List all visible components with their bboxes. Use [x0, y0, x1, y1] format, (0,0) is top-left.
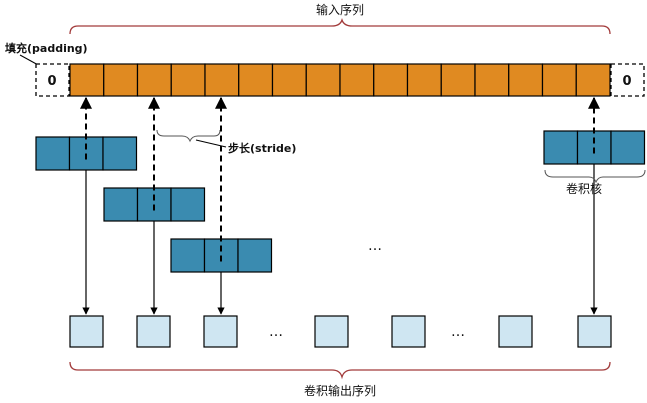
stride-label: 步长(stride)	[228, 141, 296, 155]
output-cell	[136, 315, 171, 348]
output-cell	[391, 315, 426, 348]
output-ellipsis-2: …	[451, 324, 465, 340]
output-sequence-brace	[69, 361, 611, 380]
output-cell	[69, 315, 104, 348]
input-cell	[440, 63, 476, 97]
kernel-brace	[544, 169, 646, 184]
input-cell	[170, 63, 206, 97]
output-cell	[498, 315, 533, 348]
kernel-cell	[170, 238, 206, 273]
input-cell	[373, 63, 409, 97]
input-cell	[136, 63, 172, 97]
input-cell	[575, 63, 611, 97]
kernel-cell	[170, 187, 206, 222]
input-cell	[204, 63, 240, 97]
input-cell	[305, 63, 341, 97]
kernel-cell	[610, 130, 646, 165]
kernel-cell	[543, 130, 579, 165]
output-cell	[203, 315, 238, 348]
kernel-cell	[35, 136, 71, 171]
input-cell	[406, 63, 442, 97]
input-cell	[103, 63, 139, 97]
stride-brace	[156, 129, 221, 143]
output-cell	[577, 315, 612, 348]
padding-cell-left	[35, 63, 70, 97]
kernel-window	[543, 96, 646, 315]
padding-label: 填充(padding)	[5, 41, 88, 55]
kernel-cell	[237, 238, 273, 273]
middle-ellipsis: …	[368, 238, 382, 254]
kernel-label: 卷积核	[566, 181, 602, 196]
input-cell	[238, 63, 274, 97]
padding-value-right: 0	[622, 74, 631, 89]
output-ellipsis-1: …	[269, 324, 283, 340]
kernel-positions	[35, 96, 646, 315]
kernel-cell	[102, 136, 138, 171]
padding-value-left: 0	[47, 74, 56, 89]
output-cell	[314, 315, 349, 348]
input-cell	[541, 63, 577, 97]
input-cell	[69, 63, 105, 97]
input-cell	[271, 63, 307, 97]
input-cell	[508, 63, 544, 97]
kernel-window	[170, 96, 273, 315]
output-sequence-label: 卷积输出序列	[304, 383, 376, 398]
input-sequence-label: 输入序列	[316, 2, 364, 17]
kernel-window	[103, 96, 206, 315]
input-cell	[339, 63, 375, 97]
input-sequence	[69, 63, 611, 97]
input-cell	[474, 63, 510, 97]
input-sequence-brace	[69, 17, 611, 35]
kernel-cell	[103, 187, 139, 222]
output-sequence	[69, 315, 612, 348]
kernel-window	[35, 96, 138, 315]
padding-cell-right	[610, 63, 645, 97]
